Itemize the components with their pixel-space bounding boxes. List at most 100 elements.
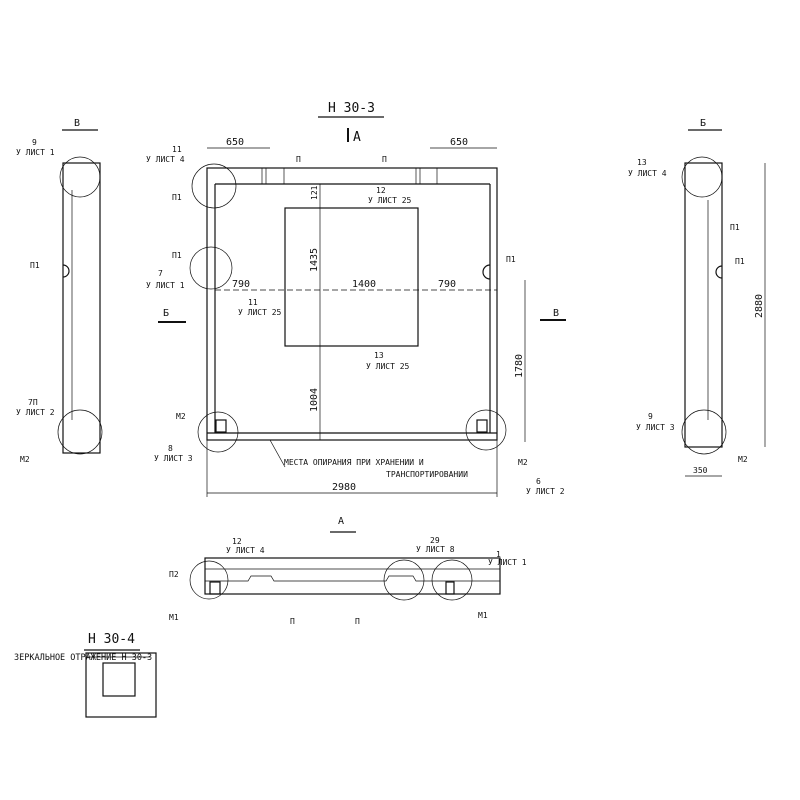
drawing-line (445, 581, 455, 595)
drawing-line (205, 575, 500, 582)
callout-label: 9 (32, 138, 37, 147)
callout-label: М2 (738, 455, 748, 464)
drawing-line (431, 559, 473, 601)
callout-label: У ЛИСТ 2 (526, 487, 565, 496)
callout-label: 13 (637, 158, 647, 167)
callout-label: М2 (518, 458, 528, 467)
dim-650-right: 650 (450, 137, 468, 148)
dim-790-right: 790 (438, 279, 456, 290)
dim-2980: 2980 (332, 482, 356, 493)
callout-label: У ЛИСТ 1 (16, 148, 55, 157)
dim-2880: 2880 (754, 294, 765, 318)
callout-label: М1 (478, 611, 488, 620)
panel-outline (206, 167, 498, 441)
callout-label: 9 (648, 412, 653, 421)
dim-650-left: 650 (226, 137, 244, 148)
callout-label: У ЛИСТ 3 (636, 423, 675, 432)
drawing-line (62, 264, 70, 278)
side-profile (62, 162, 101, 454)
callout-label: У ЛИСТ 4 (226, 546, 265, 555)
drawing-line (57, 409, 103, 455)
mirror-opening (102, 662, 136, 697)
callout-label: У ЛИСТ 2 (16, 408, 55, 417)
dim-1004: 1004 (309, 388, 320, 412)
dim-1400: 1400 (352, 279, 376, 290)
drawing-line (215, 419, 227, 433)
callout-label: У ЛИСТ 1 (488, 558, 527, 567)
section-profile (204, 557, 501, 595)
mirror-outline (85, 652, 157, 718)
callout-label: У ЛИСТ 25 (366, 362, 410, 371)
callout-label: П (296, 155, 301, 164)
drawing-line (59, 156, 101, 198)
callout-label: П (290, 617, 295, 626)
callout-label: М2 (20, 455, 30, 464)
callout-label: 7 (158, 269, 163, 278)
callout-label: 7П (28, 398, 38, 407)
detail-circle (189, 246, 233, 290)
callout-label: П1 (172, 193, 182, 202)
callout-label: П (382, 155, 387, 164)
callout-label: П (355, 617, 360, 626)
drawing-line (476, 419, 488, 433)
callout-label: 1 (496, 550, 501, 559)
callout-label: П1 (172, 251, 182, 260)
drawing-line (189, 560, 229, 600)
callout-label: М1 (169, 613, 179, 622)
drawing-line (269, 439, 286, 468)
callout-label: У ЛИСТ 8 (416, 545, 455, 554)
side-view-v: В 9 У ЛИСТ 1 П1 7П У ЛИСТ 2 М2 (16, 118, 103, 464)
detail-circle (465, 409, 507, 451)
drawing-line (482, 264, 491, 280)
view-b-title: Б (700, 118, 706, 129)
section-marker-b: Б (163, 308, 169, 319)
plan-view: Н 30-3 А 650 650 790 1400 790 121 1435 1… (146, 101, 566, 497)
section-marker-v: В (553, 308, 559, 319)
callout-label: 11 (248, 298, 258, 307)
view-marker-a: А (353, 130, 361, 145)
callout-label: М2 (176, 412, 186, 421)
side-view-b: Б 13 У ЛИСТ 4 П1 П1 2880 9 У ЛИСТ 3 М2 3… (628, 118, 766, 477)
mirror-caption-text: ЗЕРКАЛЬНОЕ ОТРАЖЕНИЕ Н 30-3 (14, 653, 152, 663)
dim-121: 121 (310, 185, 319, 200)
section-a: А 12 У ЛИСТ 4 29 У ЛИСТ 8 1 У ЛИСТ 1 П2 … (169, 516, 527, 626)
support-note: ТРАНСПОРТИРОВАНИИ (386, 470, 468, 479)
callout-label: П1 (730, 223, 740, 232)
drawing-line (681, 156, 723, 198)
callout-label: У ЛИСТ 4 (146, 155, 185, 164)
plan-title: Н 30-3 (328, 101, 375, 116)
callout-label: П2 (169, 570, 179, 579)
dim-1780: 1780 (514, 354, 525, 378)
callout-label: 11 (172, 145, 182, 154)
view-v-title: В (74, 118, 80, 129)
drawing-line (383, 559, 425, 601)
side-profile (684, 162, 723, 448)
callout-label: 29 (430, 536, 440, 545)
callout-label: 12 (232, 537, 242, 546)
callout-label: У ЛИСТ 25 (238, 308, 282, 317)
dim-790-left: 790 (232, 279, 250, 290)
dim-350: 350 (693, 466, 708, 475)
drawing-line (681, 409, 727, 455)
window-opening (284, 207, 419, 347)
drawing-line (715, 265, 723, 279)
callout-label: У ЛИСТ 25 (368, 196, 412, 205)
callout-label: 12 (376, 186, 386, 195)
callout-label: 8 (168, 444, 173, 453)
callout-label: У ЛИСТ 4 (628, 169, 667, 178)
callout-label: 6 (536, 477, 541, 486)
mirror-panel: Н 30-4 ЗЕРКАЛЬНОЕ ОТРАЖЕНИЕ Н 30-3 ЗЕРКА… (14, 632, 157, 718)
callout-label: П1 (735, 257, 745, 266)
mirror-title: Н 30-4 (88, 632, 135, 647)
callout-label: 13 (374, 351, 384, 360)
section-a-title: А (338, 516, 344, 527)
dim-1435: 1435 (309, 248, 320, 272)
callout-label: У ЛИСТ 1 (146, 281, 185, 290)
drawing-line (209, 581, 221, 595)
callout-label: П1 (506, 255, 516, 264)
callout-label: П1 (30, 261, 40, 270)
callout-label: У ЛИСТ 3 (154, 454, 193, 463)
detail-circle (191, 163, 237, 209)
